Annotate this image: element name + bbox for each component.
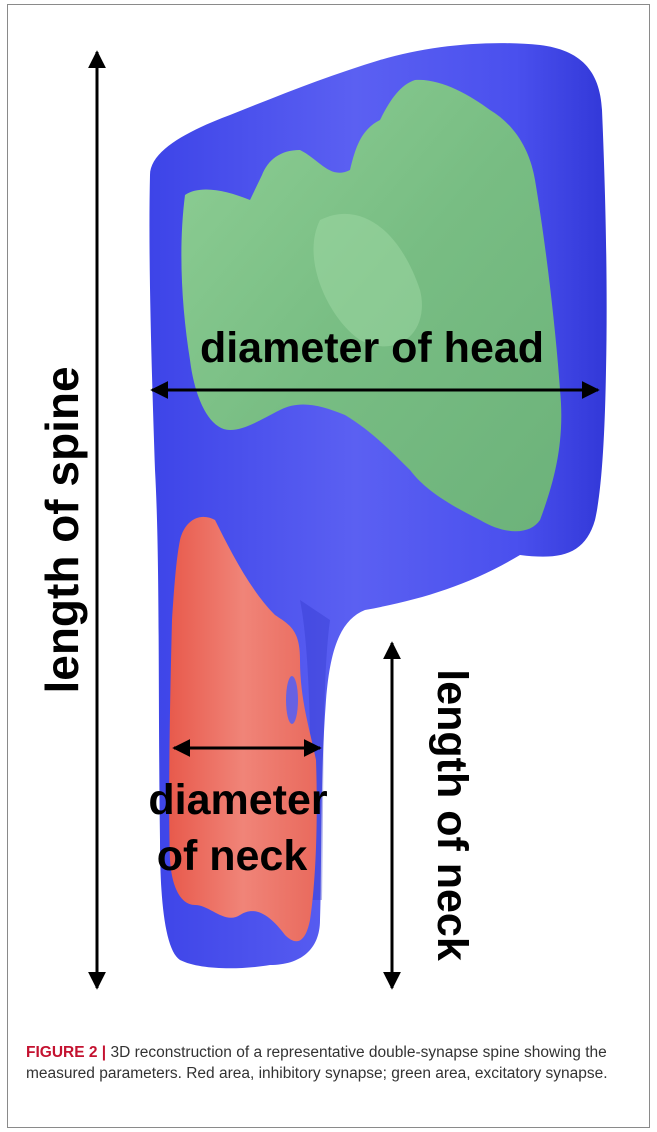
figure-caption: FIGURE 2 | 3D reconstruction of a repres… xyxy=(26,1042,636,1084)
inhibitory-gap xyxy=(286,676,298,724)
caption-label: FIGURE 2 xyxy=(26,1044,97,1061)
diameter-of-neck-label-line1: diameter xyxy=(148,776,328,824)
diameter-of-neck-label-line2: of neck xyxy=(157,832,308,880)
spine-reconstruction-figure: length of spine diameter of head diamete… xyxy=(0,0,657,1015)
diameter-of-head-label: diameter of head xyxy=(200,324,544,372)
caption-separator: | xyxy=(102,1044,106,1061)
caption-text: 3D reconstruction of a representative do… xyxy=(26,1044,608,1082)
length-of-spine-label: length of spine xyxy=(36,366,88,693)
length-of-neck-label: length of neck xyxy=(428,669,476,961)
